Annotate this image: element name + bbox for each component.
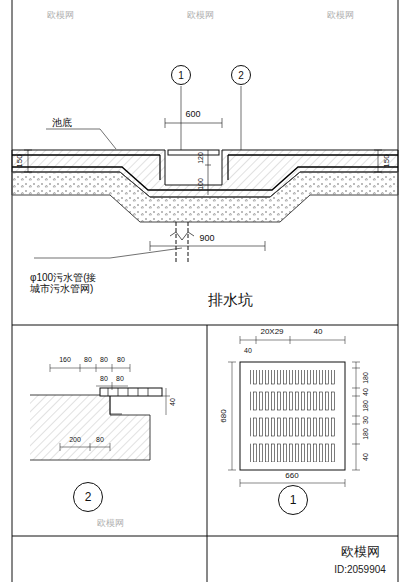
note: φ100污水管(接城市污水管网) [30,272,98,294]
callout-circle: 2 [73,482,103,512]
dimension: 40 [314,328,323,337]
dimension: 660 [285,472,298,481]
dimension: 100 [197,178,205,190]
dimension: 200 [69,436,81,444]
dimension: 80 [116,375,124,383]
dimension: 20X29 [260,328,283,337]
callout-number: 1 [178,70,184,81]
watermark: 欧模网 [97,519,124,529]
dimension: 80 [100,356,108,364]
dimension: 180 [362,372,370,384]
dimension: 40 [362,388,370,396]
dimension: 160 [59,356,71,364]
watermark: 欧模网 [187,11,214,21]
part-name: 池底 [52,117,72,128]
dimension: 150 [383,154,392,167]
watermark: 欧模网 [47,11,74,21]
dimension: 680 [220,409,229,422]
watermark: ID:2059904 [334,564,386,575]
watermark: 欧模网 [327,11,354,21]
dimension: 40 [362,453,370,461]
dimension: 120 [197,152,205,164]
callout-circle: 2 [231,65,251,85]
dimension: 80 [84,356,92,364]
watermark: 欧模网 [341,545,380,559]
dimension: 150 [16,154,25,167]
dimension: 80 [96,436,104,444]
dimension: 40 [169,398,177,406]
dimension: 180 [362,400,370,412]
dimension: 40 [244,347,252,355]
drawing-title: 排水坑 [208,292,253,309]
callout-circle: 1 [278,485,308,515]
callout-number: 2 [238,70,244,81]
dimension: 30 [362,416,370,424]
dimension: 900 [199,234,214,244]
dimension: 600 [185,110,200,120]
dimension: 80 [117,356,125,364]
dimension: 80 [100,375,108,383]
callout-circle: 1 [171,65,191,85]
callout-number: 2 [85,490,92,504]
dimension: 180 [362,428,370,440]
callout-number: 1 [290,493,297,507]
